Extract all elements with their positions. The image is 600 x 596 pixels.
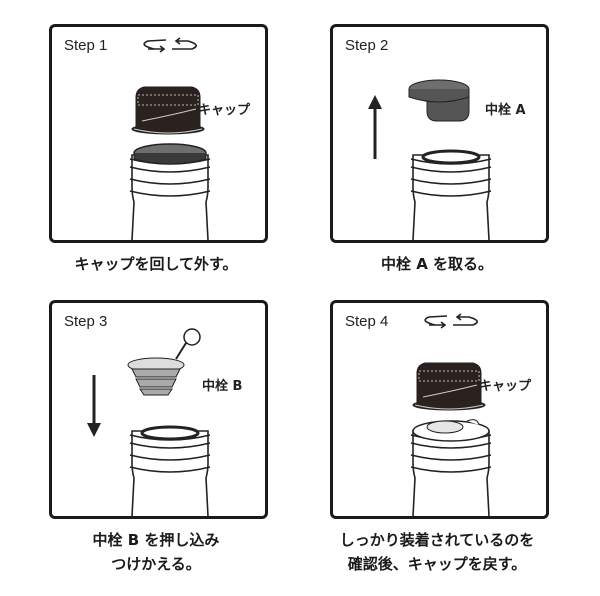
step-1-illustration (129, 37, 211, 240)
stopper-b-icon (127, 328, 201, 396)
step-1-caption: キャップを回して外す。 (26, 252, 286, 276)
caption-line: 確認後、キャップを戻す。 (347, 555, 527, 573)
step-3-panel: Step 3 中栓 B (49, 300, 268, 519)
cap-icon (412, 362, 486, 411)
step-4-illustration (410, 313, 492, 516)
step-1-panel: Step 1 キャップ (49, 24, 268, 243)
step-title: Step 1 (64, 37, 108, 54)
part-label: 中栓 A (485, 103, 526, 118)
down-arrow-icon (87, 375, 101, 437)
part-label: 中栓 B (202, 379, 243, 394)
step-3-caption: 中栓 B を押し込み つけかえる。 (26, 528, 286, 576)
part-label: キャップ (198, 103, 251, 118)
caption-line: しっかり装着されているのを (339, 531, 535, 549)
step-title: Step 3 (64, 313, 108, 330)
step-2-panel: Step 2 中栓 A (330, 24, 549, 243)
step-2-illustration (368, 79, 492, 240)
caption-line: キャップを回して外す。 (74, 255, 238, 273)
caption-line: つけかえる。 (111, 555, 201, 573)
step-3-illustration (87, 328, 211, 516)
stopper-a-icon (408, 79, 470, 122)
rotate-arrows-icon (424, 313, 478, 329)
cap-icon (131, 86, 205, 135)
caption-line: 中栓 A を取る。 (380, 255, 494, 273)
step-2-caption: 中栓 A を取る。 (307, 252, 567, 276)
caption-line: 中栓 B を押し込み (92, 531, 220, 549)
step-4-caption: しっかり装着されているのを 確認後、キャップを戻す。 (297, 528, 577, 576)
part-label: キャップ (479, 379, 532, 394)
step-title: Step 4 (345, 313, 389, 330)
rotate-arrows-icon (143, 37, 197, 53)
step-title: Step 2 (345, 37, 389, 54)
up-arrow-icon (368, 95, 382, 159)
step-4-panel: Step 4 キャップ (330, 300, 549, 519)
